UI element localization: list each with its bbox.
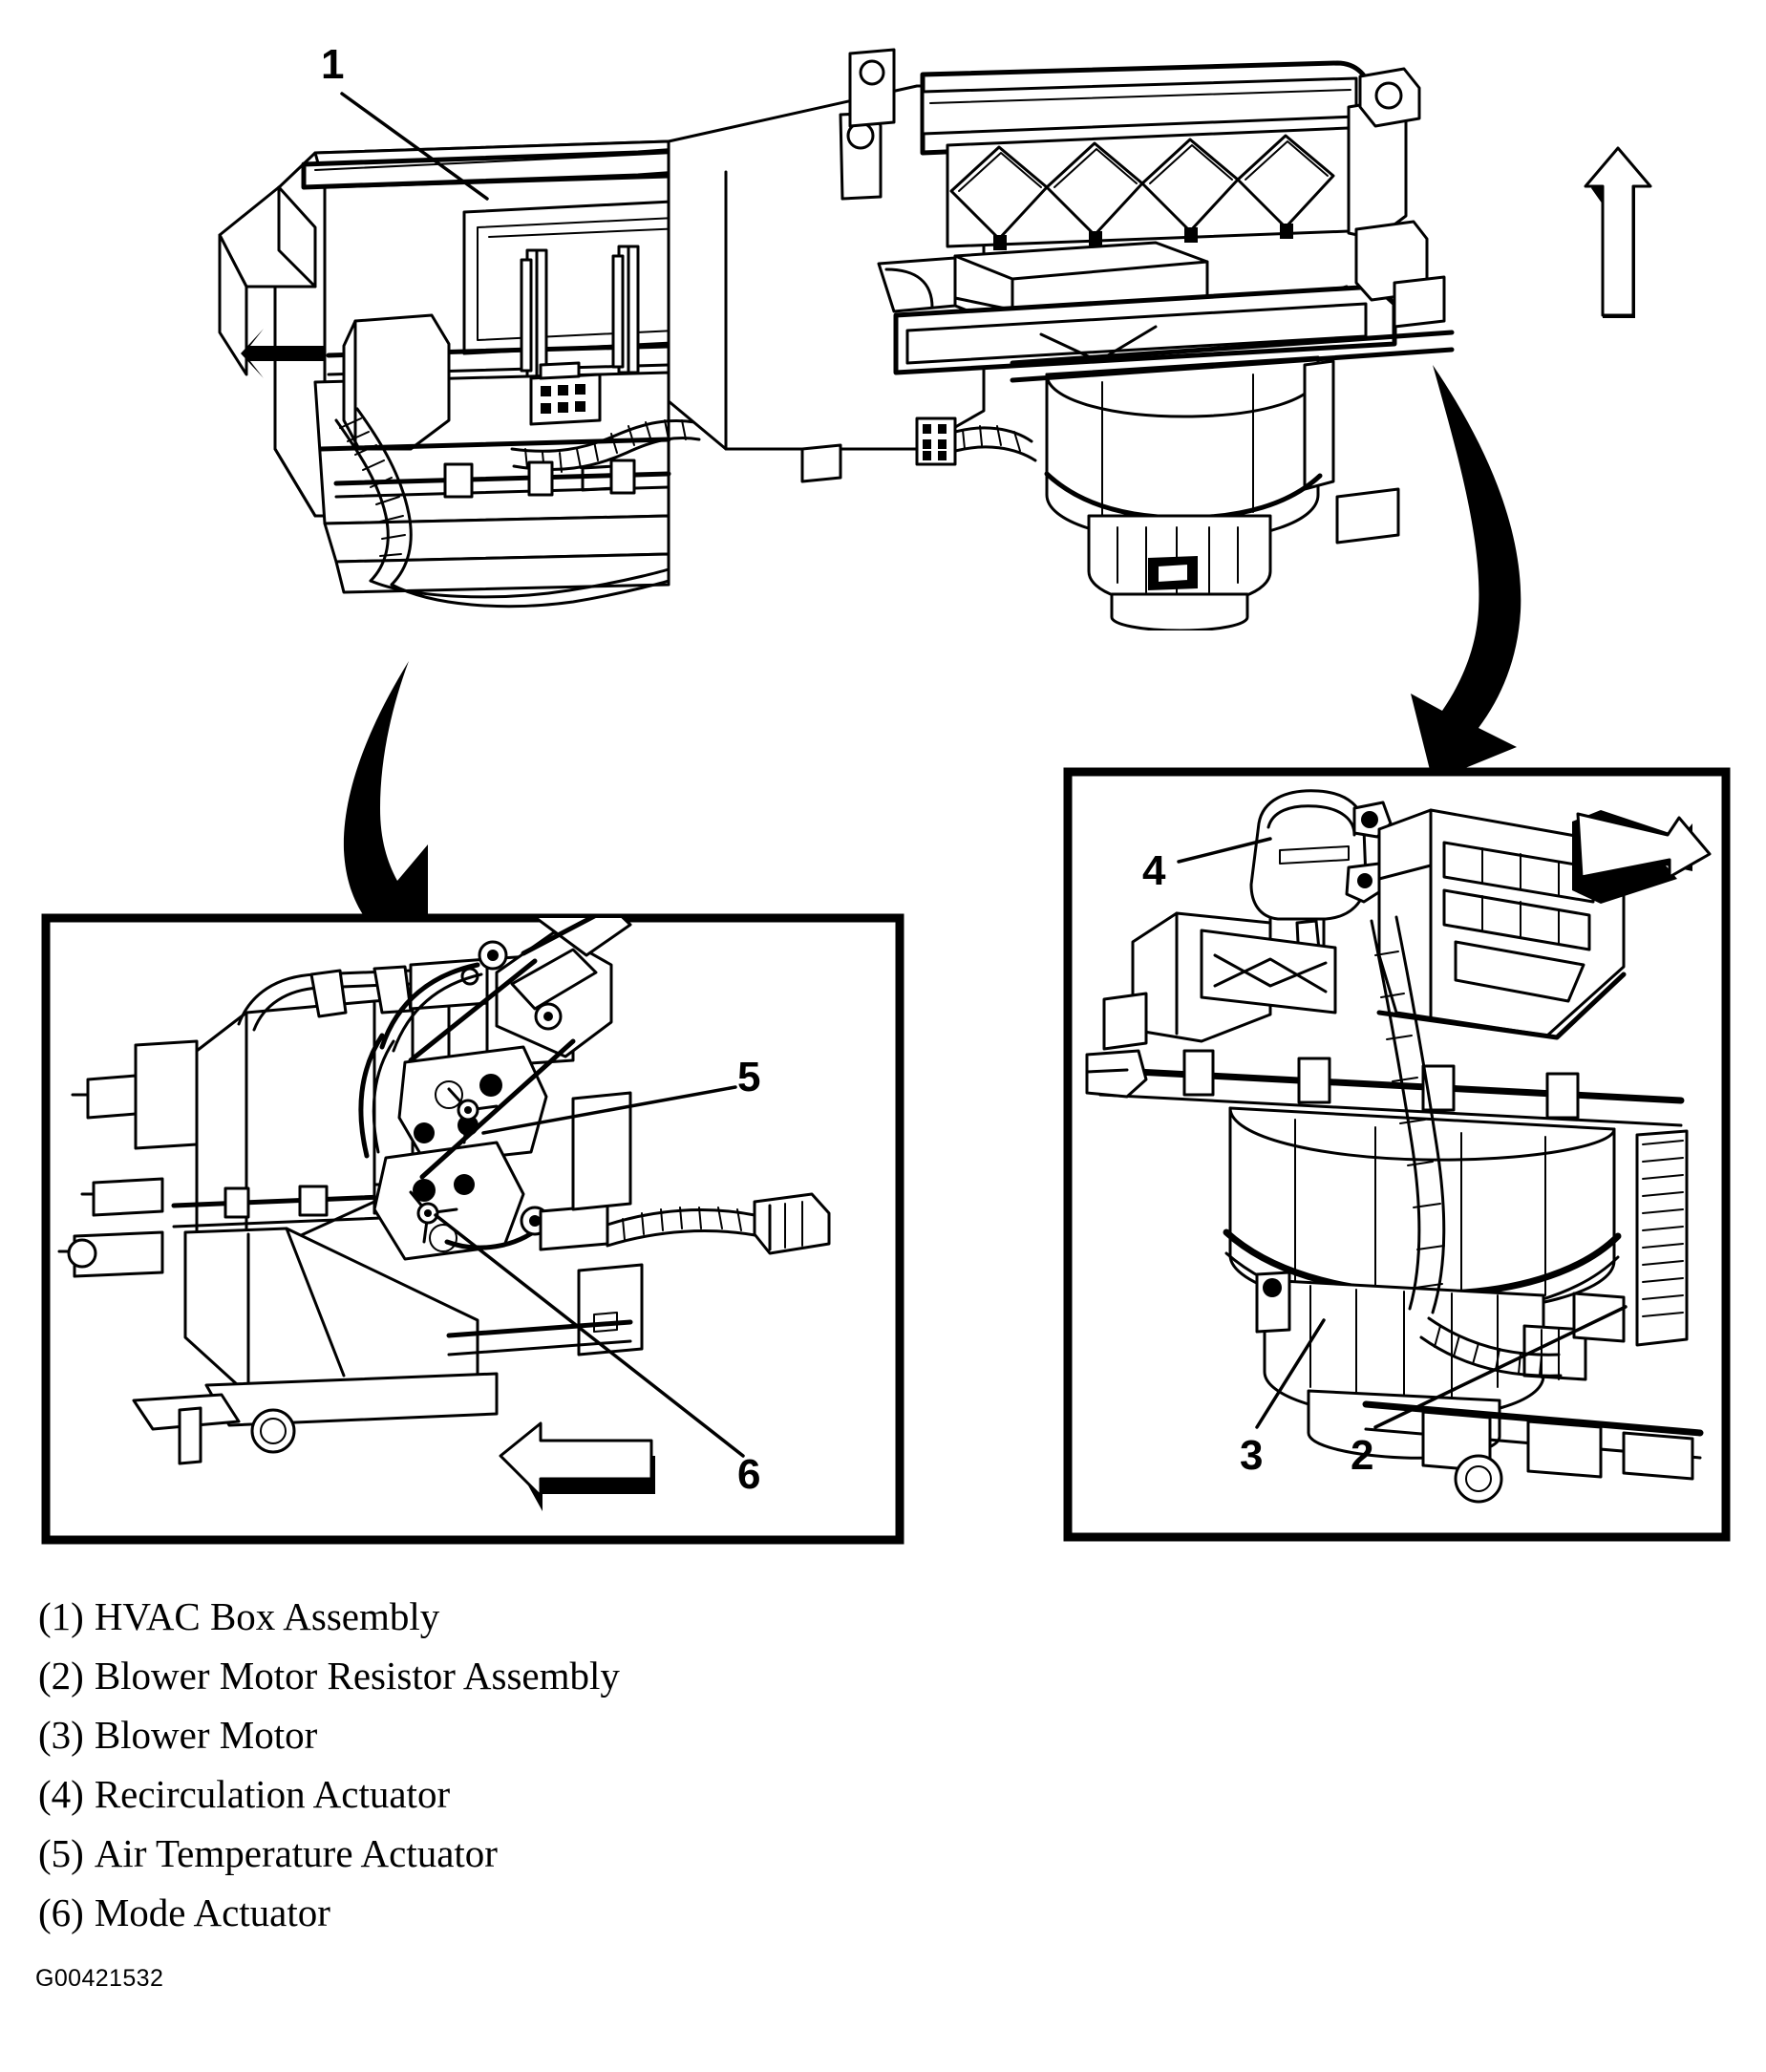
curved-arrow-to-left-inset bbox=[343, 661, 428, 955]
legend-number-2: (2) bbox=[38, 1654, 84, 1698]
component-legend: (1)HVAC Box Assembly (2)Blower Motor Res… bbox=[38, 1597, 1280, 1953]
main-view-hvac-box bbox=[218, 48, 1455, 630]
callout-1: 1 bbox=[321, 41, 489, 201]
legend-text-6: Mode Actuator bbox=[94, 1890, 330, 1934]
legend-text-3: Blower Motor bbox=[94, 1713, 318, 1757]
legend-text-1: HVAC Box Assembly bbox=[94, 1594, 440, 1638]
legend-item-4: (4)Recirculation Actuator bbox=[38, 1775, 1280, 1814]
callout-6-label: 6 bbox=[737, 1451, 760, 1498]
callout-3: 3 bbox=[1240, 1318, 1326, 1479]
main-view-up-arrow bbox=[1584, 146, 1652, 318]
legend-text-2: Blower Motor Resistor Assembly bbox=[94, 1654, 620, 1698]
callout-3-label: 3 bbox=[1240, 1432, 1263, 1479]
legend-number-3: (3) bbox=[38, 1713, 84, 1757]
right-inset-harness bbox=[1370, 915, 1446, 1314]
wiring-harness-lower bbox=[334, 407, 413, 587]
intake-grille-lattice bbox=[946, 126, 1351, 250]
image-reference-code: G00421532 bbox=[35, 1965, 164, 1992]
right-inset-right-arrow bbox=[1572, 810, 1712, 904]
callout-6: 6 bbox=[434, 1213, 760, 1498]
legend-number-6: (6) bbox=[38, 1890, 84, 1934]
left-inset-left-arrow bbox=[499, 1421, 655, 1511]
callout-5-label: 5 bbox=[737, 1054, 760, 1100]
callout-2: 2 bbox=[1351, 1305, 1628, 1479]
legend-text-5: Air Temperature Actuator bbox=[94, 1831, 498, 1875]
right-inset-panel: 4 3 2 bbox=[1063, 767, 1731, 1542]
technical-illustration: .ln { fill:none; stroke:#000; stroke-wid… bbox=[41, 41, 1731, 1545]
legend-number-4: (4) bbox=[38, 1772, 84, 1816]
legend-item-1: (1)HVAC Box Assembly bbox=[38, 1597, 1280, 1636]
right-inset-harness-lower bbox=[1419, 1316, 1563, 1378]
legend-item-5: (5)Air Temperature Actuator bbox=[38, 1834, 1280, 1873]
curved-arrow-to-right-inset bbox=[1411, 365, 1521, 781]
callout-4: 4 bbox=[1142, 837, 1272, 894]
callout-5: 5 bbox=[481, 1054, 760, 1135]
legend-item-2: (2)Blower Motor Resistor Assembly bbox=[38, 1656, 1280, 1696]
legend-text-4: Recirculation Actuator bbox=[94, 1772, 451, 1816]
left-inset-panel: 5 6 bbox=[41, 913, 904, 1545]
legend-item-6: (6)Mode Actuator bbox=[38, 1893, 1280, 1933]
legend-number-5: (5) bbox=[38, 1831, 84, 1875]
callout-1-label: 1 bbox=[321, 41, 344, 88]
callout-2-label: 2 bbox=[1351, 1432, 1373, 1479]
legend-item-3: (3)Blower Motor bbox=[38, 1716, 1280, 1755]
inset-wiring-harness bbox=[606, 1207, 762, 1248]
callout-4-label: 4 bbox=[1142, 847, 1166, 894]
legend-number-1: (1) bbox=[38, 1594, 84, 1638]
